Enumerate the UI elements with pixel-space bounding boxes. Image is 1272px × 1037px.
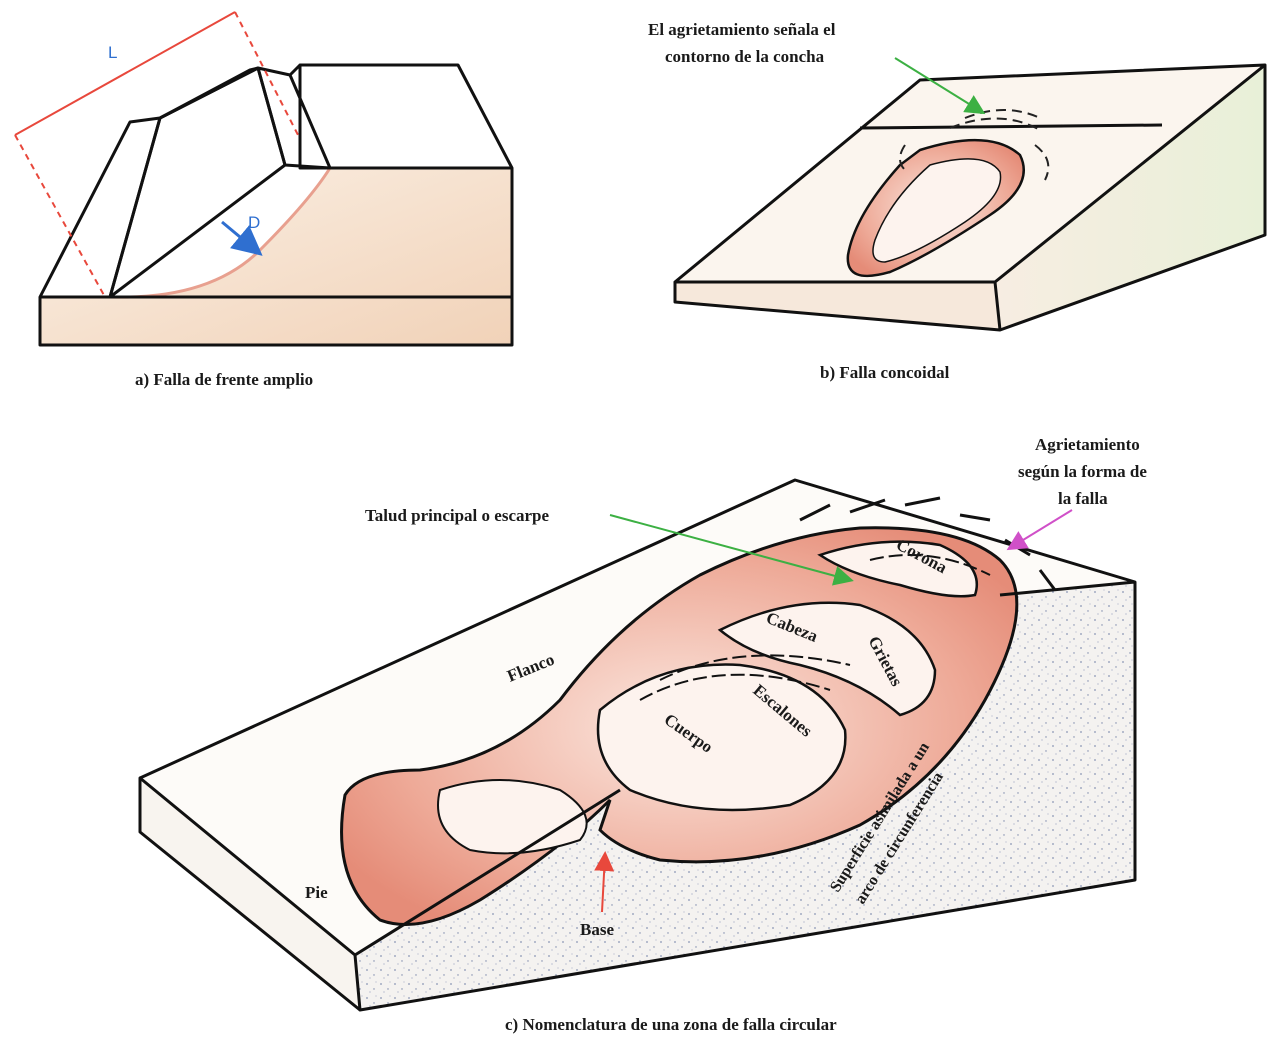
panel-b-conchoidal-failure: El agrietamiento señala el contorno de l… <box>648 20 1265 382</box>
panel-c-base-label: Base <box>580 920 614 939</box>
panel-a-length-label: L <box>108 43 117 62</box>
panel-a-length-marker <box>15 12 235 135</box>
panel-a-caption: a) Falla de frente amplio <box>135 370 313 389</box>
panel-c-cracking-line1: Agrietamiento <box>1035 435 1140 454</box>
panel-a-soil-block <box>40 168 512 345</box>
panel-c-scarp-label: Talud principal o escarpe <box>365 506 549 525</box>
panel-c-cracking-line3: la falla <box>1058 489 1108 508</box>
panel-b-caption: b) Falla concoidal <box>820 363 950 382</box>
panel-c-cracking-arrow <box>1010 510 1072 548</box>
panel-c-foot-label: Pie <box>305 883 328 902</box>
panel-a-depth-label: D <box>248 213 260 232</box>
panel-c-body-plate <box>598 665 845 810</box>
panel-a-broad-front-failure: L D a) Falla de frente amplio <box>15 12 512 389</box>
panel-b-annotation-line1: El agrietamiento señala el <box>648 20 836 39</box>
panel-c-cracking-line2: según la forma de <box>1018 462 1147 481</box>
panel-c-caption: c) Nomenclatura de una zona de falla cir… <box>505 1015 837 1034</box>
panel-c-circular-failure-nomenclature: Agrietamiento según la forma de la falla… <box>140 435 1147 1034</box>
panel-b-annotation-line2: contorno de la concha <box>665 47 825 66</box>
